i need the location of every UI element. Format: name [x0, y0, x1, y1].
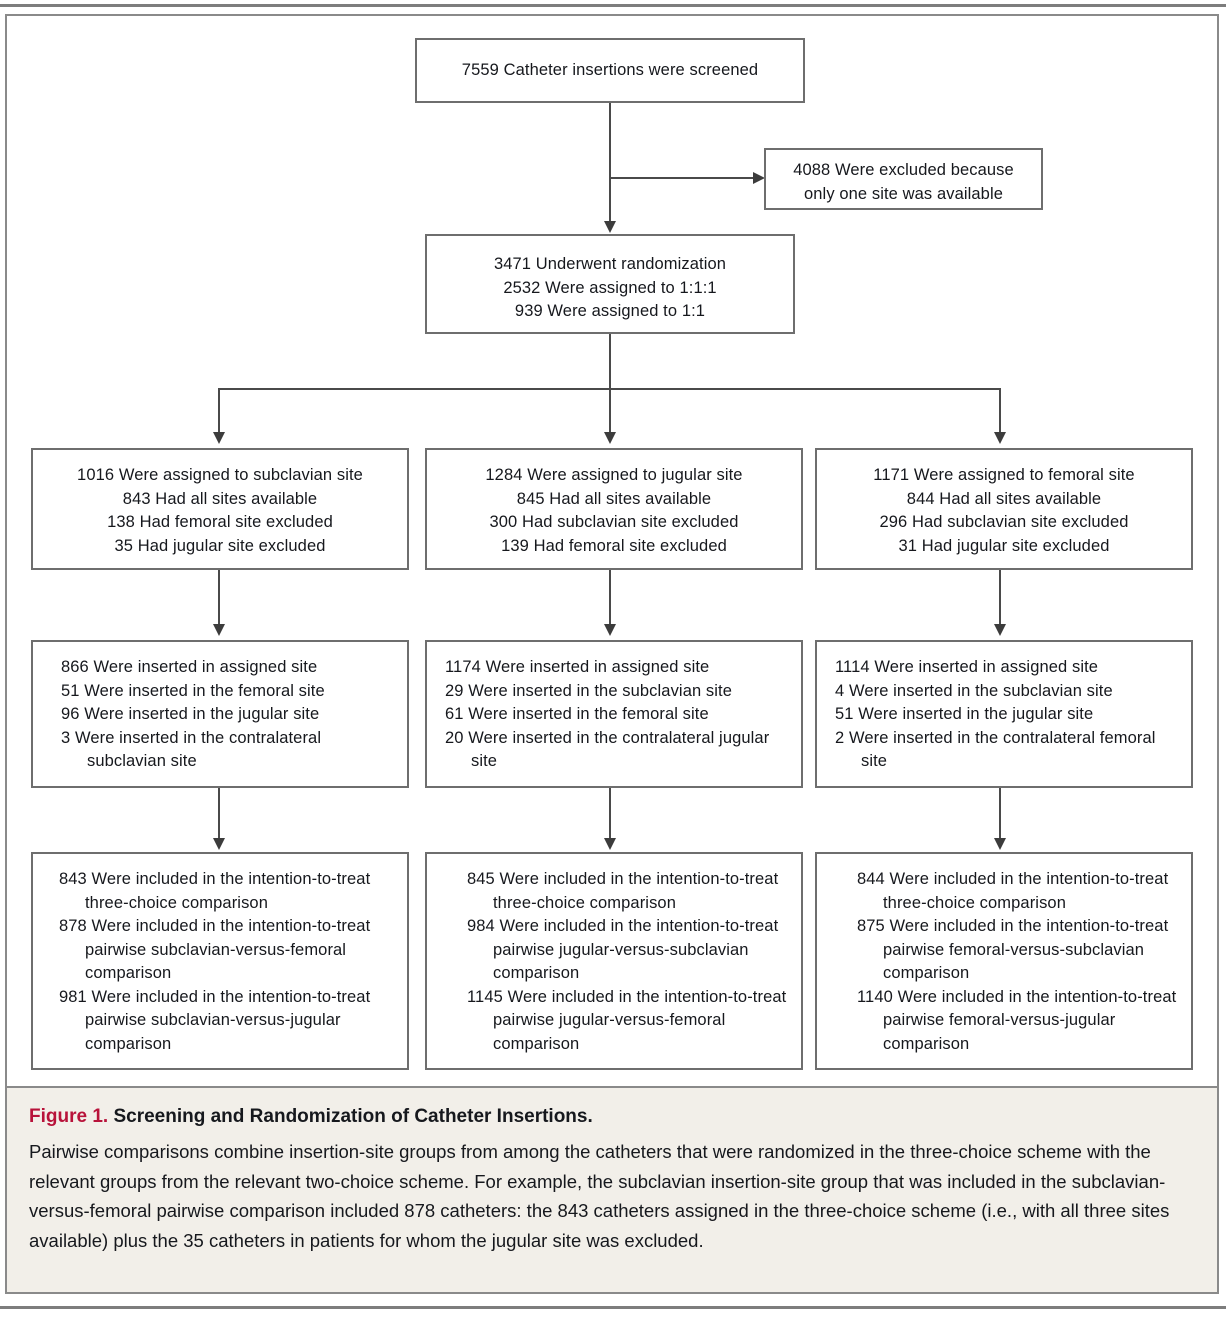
node-included-subclavian-line-2: 878 Were included in the intention-to-tr…	[59, 917, 371, 982]
node-inserted-jugular-line-3: 61 Were inserted in the femoral site	[445, 705, 709, 723]
node-included-subclavian: 843 Were included in the intention-to-tr…	[31, 852, 409, 1070]
node-assigned-femoral-line-3: 296 Had subclavian site excluded	[879, 513, 1129, 531]
node-assigned-subclavian: 1016 Were assigned to subclavian site 84…	[31, 448, 409, 570]
node-assigned-jugular-line-3: 300 Had subclavian site excluded	[489, 513, 739, 531]
node-included-subclavian-line-3: 981 Were included in the intention-to-tr…	[59, 987, 371, 1053]
node-inserted-jugular-line-2: 29 Were inserted in the subclavian site	[445, 681, 733, 700]
node-included-femoral: 844 Were included in the intention-to-tr…	[815, 852, 1193, 1070]
node-included-jugular-line-3: 1145 Were included in the intention-to-t…	[467, 987, 787, 1053]
node-included-femoral-line-2: 875 Were included in the intention-to-tr…	[857, 917, 1169, 982]
node-inserted-subclavian-line-2: 51 Were inserted in the femoral site	[61, 681, 325, 700]
connector-split-right	[999, 388, 1001, 434]
connector-inserted-subclavian-down	[218, 788, 220, 840]
arrow-to-inserted-jugular	[604, 624, 616, 636]
node-excluded: 4088 Were excluded because only one site…	[764, 148, 1043, 210]
node-included-femoral-line-3: 1140 Were included in the intention-to-t…	[857, 987, 1177, 1053]
node-inserted-subclavian-line-1: 866 Were inserted in assigned site	[61, 658, 318, 676]
node-assigned-femoral-line-1: 1171 Were assigned to femoral site	[873, 466, 1135, 484]
node-assigned-femoral-line-2: 844 Had all sites available	[906, 489, 1102, 508]
flow-chart: 7559 Catheter insertions were screened 4…	[7, 16, 1221, 1086]
node-randomized: 3471 Underwent randomization 2532 Were a…	[425, 234, 795, 334]
figure-title-text: Screening and Randomization of Catheter …	[113, 1106, 593, 1127]
arrow-to-included-jugular	[604, 838, 616, 850]
arrow-to-included-subclavian	[213, 838, 225, 850]
node-assigned-jugular-line-2: 845 Had all sites available	[516, 489, 712, 508]
connector-jugular-to-inserted	[609, 570, 611, 626]
node-inserted-femoral-line-3: 51 Were inserted in the jugular site	[835, 705, 1094, 723]
node-included-jugular: 845 Were included in the intention-to-tr…	[425, 852, 803, 1070]
node-assigned-subclavian-line-2: 843 Had all sites available	[122, 489, 318, 508]
node-inserted-femoral-line-4: 2 Were inserted in the contralateral fem…	[835, 728, 1156, 771]
node-inserted-jugular-line-4: 20 Were inserted in the contralateral ju…	[445, 728, 770, 771]
node-assigned-jugular-line-1: 1284 Were assigned to jugular site	[485, 466, 743, 484]
connector-femoral-to-inserted	[999, 570, 1001, 626]
arrow-to-excluded	[753, 172, 765, 184]
figure-frame: 7559 Catheter insertions were screened 4…	[5, 14, 1219, 1294]
node-assigned-subclavian-line-3: 138 Had femoral site excluded	[107, 513, 333, 531]
connector-inserted-jugular-down	[609, 788, 611, 840]
arrow-to-assigned-femoral	[994, 432, 1006, 444]
node-inserted-femoral: 1114 Were inserted in assigned site 4 We…	[815, 640, 1193, 788]
node-inserted-jugular-line-1: 1174 Were inserted in assigned site	[445, 658, 710, 676]
node-randomized-line-2: 2532 Were assigned to 1:1:1	[503, 278, 717, 297]
node-inserted-femoral-line-2: 4 Were inserted in the subclavian site	[835, 681, 1113, 700]
node-assigned-subclavian-line-1: 1016 Were assigned to subclavian site	[77, 466, 363, 484]
figure-caption-block: Figure 1. Screening and Randomization of…	[5, 1086, 1219, 1294]
node-excluded-line-1: 4088 Were excluded because	[793, 161, 1014, 179]
figure-caption-text: Pairwise comparisons combine insertion-s…	[29, 1141, 1170, 1251]
node-inserted-jugular: 1174 Were inserted in assigned site 29 W…	[425, 640, 803, 788]
bottom-rule	[0, 1306, 1226, 1309]
node-inserted-subclavian-line-3: 96 Were inserted in the jugular site	[61, 705, 320, 723]
node-included-jugular-line-1: 845 Were included in the intention-to-tr…	[467, 870, 779, 912]
node-assigned-subclavian-line-4: 35 Had jugular site excluded	[114, 536, 326, 555]
node-included-jugular-line-2: 984 Were included in the intention-to-tr…	[467, 917, 779, 982]
node-assigned-femoral: 1171 Were assigned to femoral site 844 H…	[815, 448, 1193, 570]
node-screened-line-1: 7559 Catheter insertions were screened	[461, 61, 759, 79]
node-assigned-jugular-line-4: 139 Had femoral site excluded	[501, 536, 727, 555]
node-included-femoral-line-1: 844 Were included in the intention-to-tr…	[857, 870, 1169, 912]
connector-split-bar	[218, 388, 1001, 390]
node-excluded-line-2: only one site was available	[804, 184, 1003, 203]
arrow-to-inserted-femoral	[994, 624, 1006, 636]
arrow-to-assigned-subclavian	[213, 432, 225, 444]
arrow-to-included-femoral	[994, 838, 1006, 850]
node-included-subclavian-line-1: 843 Were included in the intention-to-tr…	[59, 870, 371, 912]
arrow-to-assigned-jugular	[604, 432, 616, 444]
node-inserted-subclavian-line-4: 3 Were inserted in the contralateral sub…	[61, 728, 322, 771]
arrow-to-randomization	[604, 221, 616, 233]
node-randomized-line-3: 939 Were assigned to 1:1	[514, 302, 706, 320]
connector-randomized-down	[609, 334, 611, 434]
node-assigned-femoral-line-4: 31 Had jugular site excluded	[898, 536, 1110, 555]
connector-inserted-femoral-down	[999, 788, 1001, 840]
node-randomized-line-1: 3471 Underwent randomization	[493, 255, 727, 273]
connector-screened-down	[609, 103, 611, 223]
connector-to-excluded	[611, 177, 753, 179]
node-assigned-jugular: 1284 Were assigned to jugular site 845 H…	[425, 448, 803, 570]
connector-split-left	[218, 388, 220, 434]
figure-number-label: Figure 1.	[29, 1106, 109, 1127]
arrow-to-inserted-subclavian	[213, 624, 225, 636]
node-screened: 7559 Catheter insertions were screened	[415, 38, 805, 103]
connector-subclavian-to-inserted	[218, 570, 220, 626]
top-rule	[0, 4, 1226, 7]
figure-caption-title: Figure 1. Screening and Randomization of…	[29, 1104, 1195, 1130]
node-inserted-subclavian: 866 Were inserted in assigned site 51 We…	[31, 640, 409, 788]
node-inserted-femoral-line-1: 1114 Were inserted in assigned site	[835, 658, 1099, 676]
